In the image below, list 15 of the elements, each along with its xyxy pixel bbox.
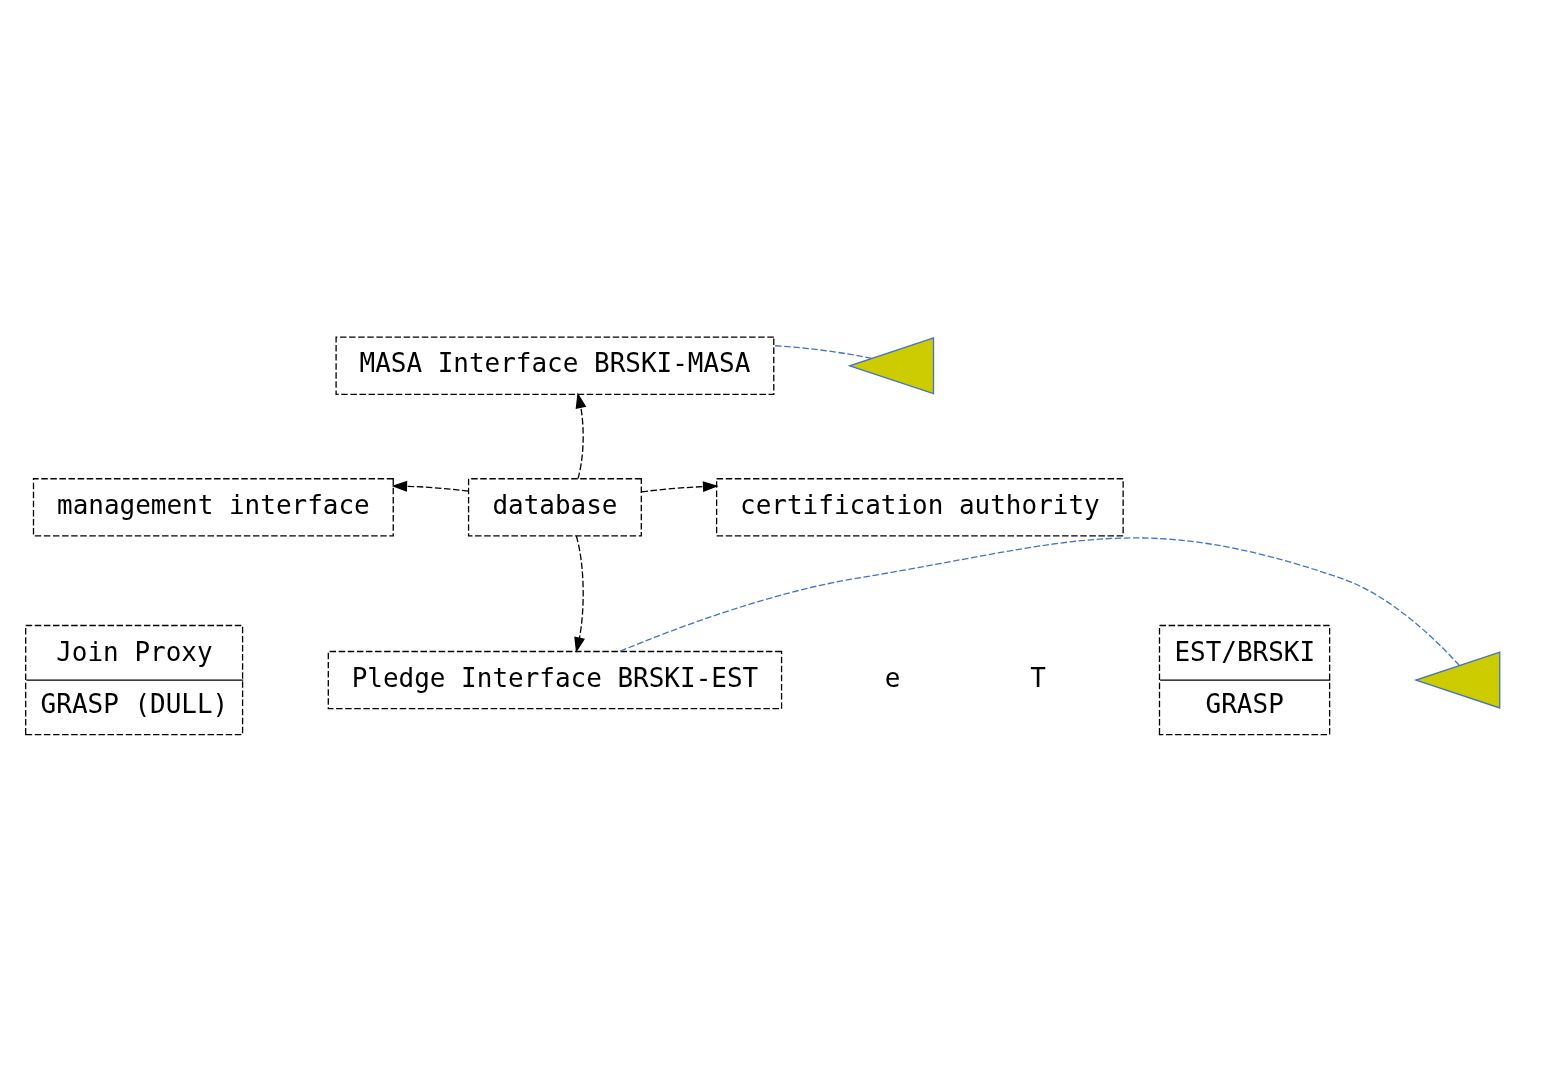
label: T bbox=[1029, 662, 1046, 693]
arrow bbox=[391, 480, 469, 492]
arrow bbox=[640, 480, 719, 492]
node-box: Pledge Interface BRSKI-EST bbox=[327, 650, 782, 709]
node-box: management interface bbox=[32, 477, 394, 537]
connector bbox=[772, 344, 872, 359]
node-box: certification authority bbox=[715, 477, 1124, 537]
arrow bbox=[575, 392, 586, 479]
node-box: MASA Interface BRSKI-MASA bbox=[334, 336, 774, 395]
arrow bbox=[573, 534, 585, 653]
node-triangle bbox=[1413, 650, 1500, 709]
connector bbox=[618, 536, 1460, 666]
node-triangle bbox=[847, 336, 934, 395]
label: e bbox=[884, 662, 900, 693]
node-box: database bbox=[467, 477, 642, 537]
